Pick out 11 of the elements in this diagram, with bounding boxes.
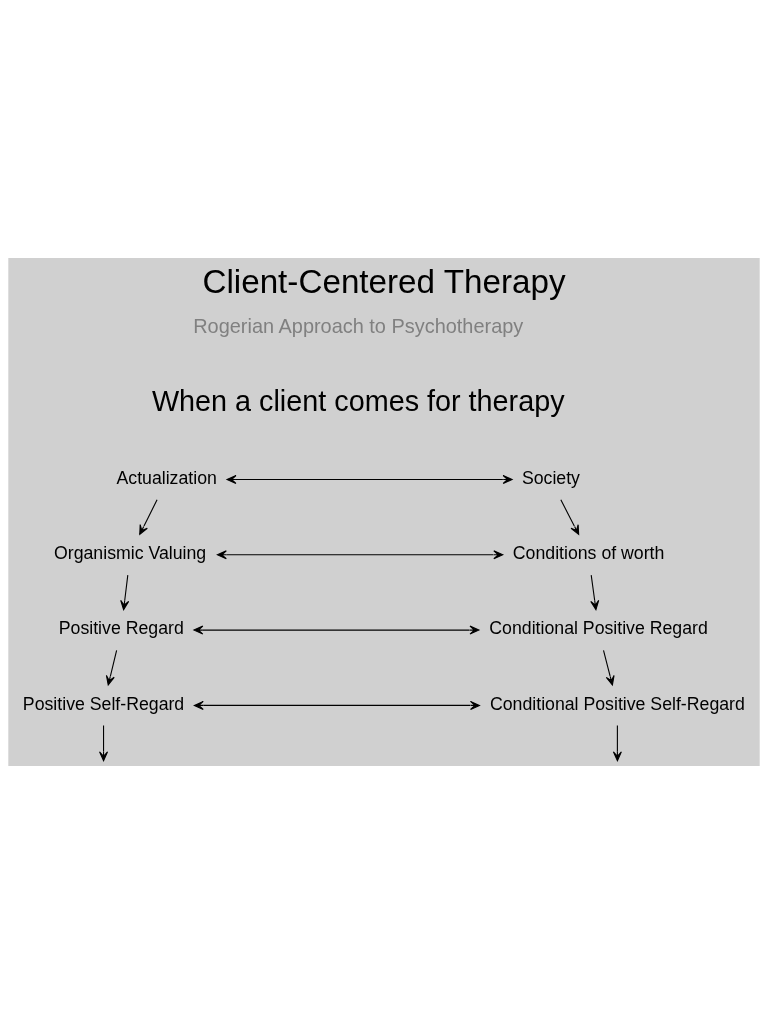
node-text: Conditional Positive Regard bbox=[489, 618, 708, 639]
node-text: Positive Regard bbox=[58, 618, 184, 639]
node-text: Actualization bbox=[116, 467, 217, 488]
node-text: Conditions of worth bbox=[512, 543, 665, 563]
node-text: Society bbox=[521, 467, 580, 488]
node-text: Organismic Valuing bbox=[54, 543, 207, 563]
diagram-title: Client-Centered Therapy bbox=[202, 263, 566, 301]
node-text: Conditional Positive Self-Regard bbox=[489, 693, 745, 714]
node-text: Positive Self-Regard bbox=[22, 693, 185, 714]
label: Rogerian Approach to Psychotherapy bbox=[193, 314, 524, 337]
label: When a client comes for therapy bbox=[151, 384, 565, 417]
